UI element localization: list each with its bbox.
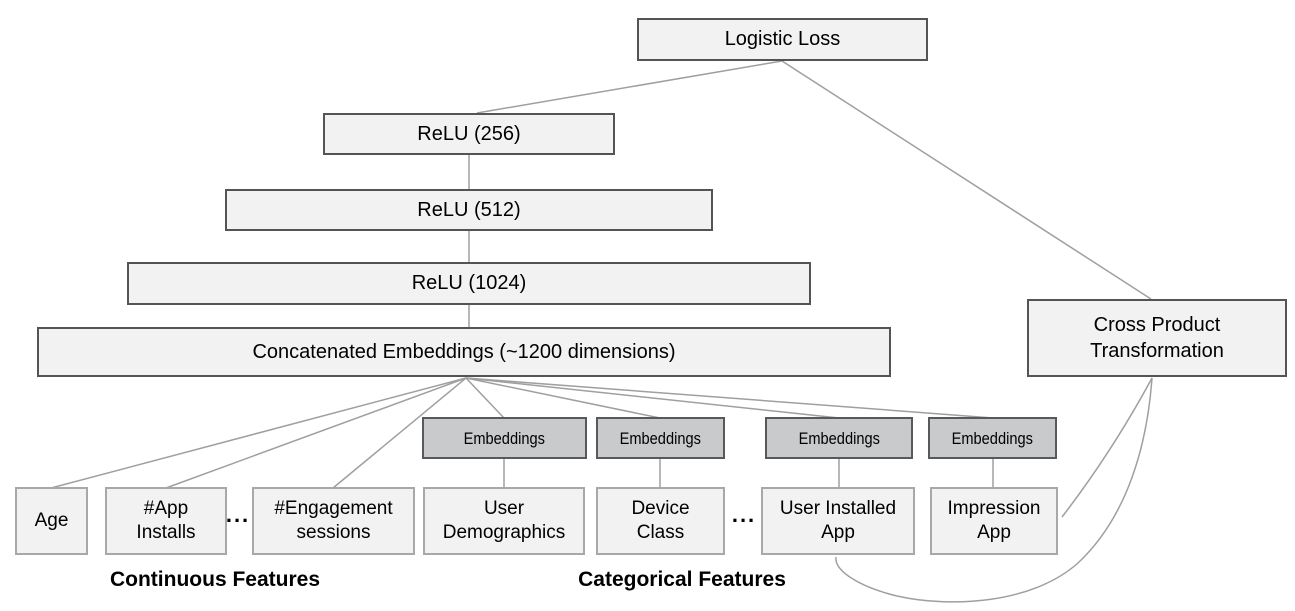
node-device-class: Device Class (596, 487, 725, 555)
node-logistic-loss: Logistic Loss (637, 18, 928, 61)
edge-logistic-to-relu256 (476, 60, 783, 114)
edge-concat-to-embeddings-2 (465, 377, 661, 419)
node-relu-512: ReLU (512) (225, 189, 713, 231)
edge-concat-to-engagement (332, 377, 467, 489)
node-user-installed-app: User Installed App (761, 487, 915, 555)
ellipsis-continuous: ... (225, 502, 251, 527)
edge-concat-to-embeddings-1 (465, 377, 505, 419)
node-cross-product-transformation: Cross Product Transformation (1027, 299, 1287, 377)
edge-cross-product-to-impression-app (1061, 377, 1153, 518)
embeddings-label-4: Embeddings (951, 428, 1034, 448)
node-app-installs: #App Installs (105, 487, 227, 555)
edge-concat-to-embeddings-4 (465, 377, 994, 419)
node-concatenated-embeddings: Concatenated Embeddings (~1200 dimension… (37, 327, 891, 377)
embeddings-label-3: Embeddings (798, 428, 880, 448)
node-engagement-sessions: #Engagement sessions (252, 487, 415, 555)
group-label-categorical-features: Categorical Features (578, 568, 786, 591)
embeddings-label-1: Embeddings (463, 428, 546, 448)
node-impression-app: Impression App (930, 487, 1058, 555)
node-relu-256: ReLU (256) (323, 113, 615, 155)
edge-concat-to-app-installs (165, 377, 467, 489)
node-embeddings-3: Embeddings (765, 417, 913, 459)
node-embeddings-1: Embeddings (422, 417, 587, 459)
edge-cross-product-to-user-installed-app (835, 377, 1153, 603)
edge-logistic-to-cross-product (781, 60, 1152, 300)
edge-concat-to-embeddings-3 (465, 377, 840, 419)
edge-concat-to-age (50, 377, 467, 489)
node-embeddings-2: Embeddings (596, 417, 725, 459)
node-embeddings-4: Embeddings (928, 417, 1057, 459)
embeddings-label-2: Embeddings (619, 428, 702, 448)
node-relu-1024: ReLU (1024) (127, 262, 811, 305)
node-age: Age (15, 487, 88, 555)
ellipsis-categorical: ... (731, 502, 757, 527)
node-user-demographics: User Demographics (423, 487, 585, 555)
group-label-continuous-features: Continuous Features (109, 568, 320, 591)
